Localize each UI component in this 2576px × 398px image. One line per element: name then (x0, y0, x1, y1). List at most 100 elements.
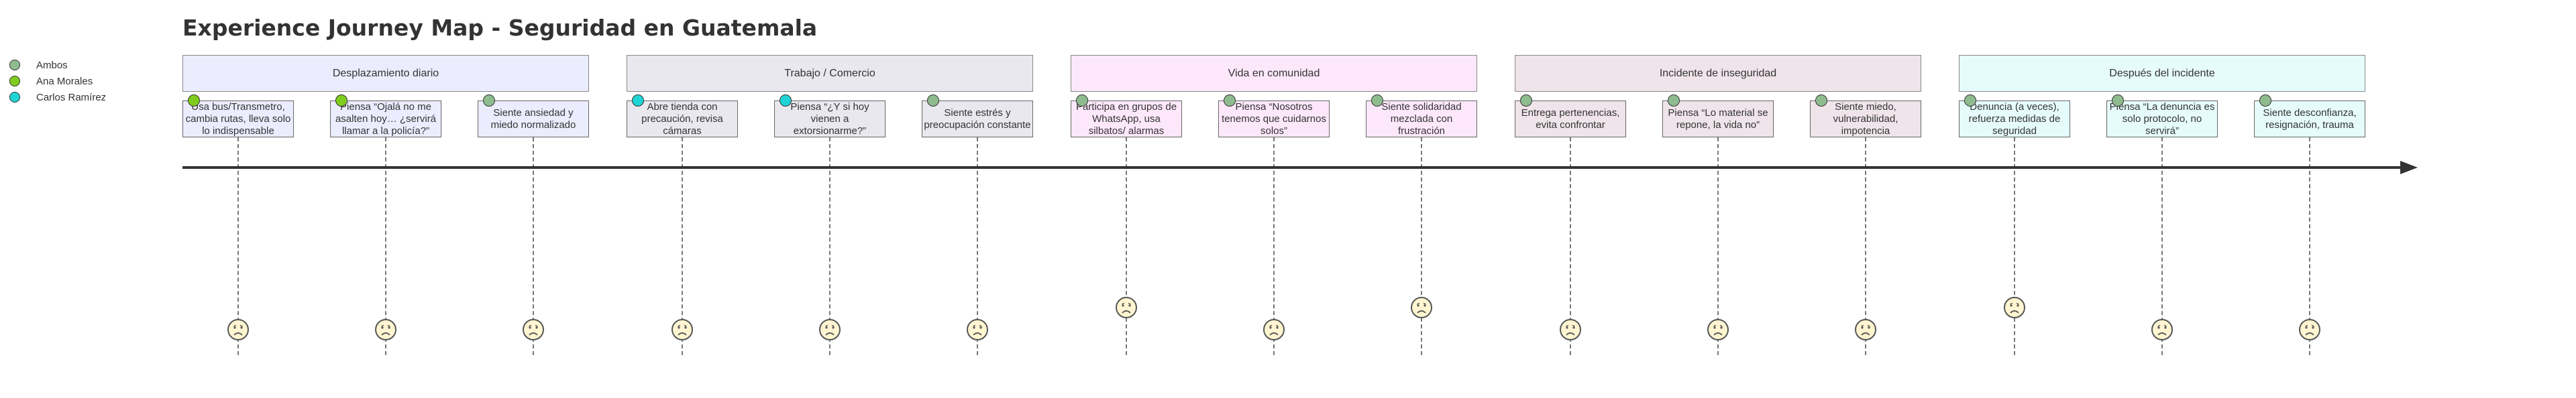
timeline-arrow-icon (2400, 161, 2418, 174)
task-connector-line (385, 137, 386, 355)
section-header: Trabajo / Comercio (627, 55, 1033, 92)
task-text-line: Piensa “La denuncia es (2109, 101, 2215, 113)
task-connector-line (1421, 137, 1422, 355)
task-connector-line (682, 137, 683, 355)
task-text-line: Denuncia (a veces), (1970, 101, 2059, 113)
task-connector-line (2309, 137, 2310, 355)
section-header: Vida en comunidad (1071, 55, 1477, 92)
actor-marker (1668, 94, 1680, 107)
task-text-line: Piensa “Nosotros (1235, 101, 1313, 113)
task-text-line: llamar a la policía?” (341, 125, 430, 137)
task-text-line: Entrega pertenencias, (1521, 107, 1620, 119)
task-connector-line (1717, 137, 1719, 355)
task-text-line: solo protocolo, no (2122, 113, 2202, 125)
task-text-line: repone, la vida no” (1676, 119, 1760, 131)
task-box: Siente miedo,vulnerabilidad,impotencia (1810, 101, 1921, 137)
task-connector-line (2161, 137, 2163, 355)
sad-face-icon (819, 319, 841, 340)
task-connector-line (1126, 137, 1127, 355)
task-connector-line (2014, 137, 2015, 355)
page-title: Experience Journey Map - Seguridad en Gu… (182, 15, 818, 41)
task-text-line: refuerza medidas de (1968, 113, 2061, 125)
actor-marker (780, 94, 792, 107)
task-text-line: mezclada con (1390, 113, 1453, 125)
task-text-line: asalten hoy… ¿servirá (335, 113, 437, 125)
task-text-line: vienen a (810, 113, 849, 125)
section-header: Después del incidente (1959, 55, 2365, 92)
legend-label: Ana Morales (36, 76, 93, 87)
sad-face-icon (2151, 319, 2173, 340)
task-text-line: Usa bus/Transmetro, (191, 101, 285, 113)
task-connector-line (829, 137, 830, 355)
actor-marker (1964, 94, 1976, 107)
legend-color-swatch (9, 76, 20, 86)
task-text-line: tenemos que cuidarnos (1222, 113, 1326, 125)
actor-marker (188, 94, 200, 107)
sad-face-icon (523, 319, 544, 340)
legend-color-swatch (9, 92, 20, 103)
task-connector-line (533, 137, 534, 355)
sad-face-icon (375, 319, 396, 340)
task-text-line: frustración (1397, 125, 1446, 137)
sad-face-icon (967, 319, 988, 340)
sad-face-icon (2299, 319, 2320, 340)
task-text-line: Siente ansiedad y (493, 107, 574, 119)
timeline-axis (182, 166, 2403, 169)
actor-marker (1371, 94, 1383, 107)
sad-face-icon (1855, 319, 1876, 340)
section-header: Desplazamiento diario (182, 55, 589, 92)
task-text-line: WhatsApp, usa (1092, 113, 1161, 125)
actor-marker (2259, 94, 2271, 107)
task-text-line: Siente miedo, (1835, 101, 1896, 113)
task-text-line: servirá” (2145, 125, 2179, 137)
task-text-line: lo indispensable (202, 125, 274, 137)
task-text-line: evita confrontar (1536, 119, 1605, 131)
task-text-line: Siente desconfianza, (2263, 107, 2357, 119)
task-text-line: impotencia (1841, 125, 1890, 137)
task-text-line: miedo normalizado (490, 119, 576, 131)
task-text-line: Piensa “Ojalá no me (340, 101, 431, 113)
task-connector-line (1570, 137, 1571, 355)
task-text-line: vulnerabilidad, (1833, 113, 1898, 125)
task-text-line: cambia rutas, lleva solo (185, 113, 291, 125)
task-text-line: Abre tienda con (647, 101, 718, 113)
task-text-line: Siente solidaridad (1381, 101, 1462, 113)
task-text-line: seguridad (1992, 125, 2037, 137)
task-text-line: Participa en grupos de (1075, 101, 1177, 113)
task-connector-line (1273, 137, 1275, 355)
actor-marker (2112, 94, 2124, 107)
sad-face-icon (227, 319, 249, 340)
legend-label: Ambos (36, 60, 68, 71)
actor-marker (335, 94, 347, 107)
actor-marker (1815, 94, 1827, 107)
actor-marker (927, 94, 939, 107)
legend-item: Carlos Ramírez (9, 90, 106, 106)
sad-face-icon (1707, 319, 1729, 340)
task-box: Usa bus/Transmetro,cambia rutas, lleva s… (182, 101, 294, 137)
task-text-line: Siente estrés y (944, 107, 1011, 119)
task-connector-line (977, 137, 978, 355)
task-box: Entrega pertenencias,evita confrontar (1515, 101, 1626, 137)
neutral-face-icon (2004, 297, 2025, 318)
task-text-line: Piensa “¿Y si hoy (790, 101, 869, 113)
sad-face-icon (672, 319, 693, 340)
task-text-line: precaución, revisa (641, 113, 723, 125)
sad-face-icon (1263, 319, 1285, 340)
legend-color-swatch (9, 60, 20, 70)
task-text-line: solos” (1260, 125, 1287, 137)
task-text-line: cámaras (663, 125, 702, 137)
neutral-face-icon (1116, 297, 1137, 318)
task-text-line: silbatos/ alarmas (1088, 125, 1165, 137)
task-text-line: extorsionarme?” (793, 125, 867, 137)
task-text-line: resignación, trauma (2265, 119, 2354, 131)
task-box: Siente desconfianza,resignación, trauma (2254, 101, 2365, 137)
actor-marker (632, 94, 644, 107)
